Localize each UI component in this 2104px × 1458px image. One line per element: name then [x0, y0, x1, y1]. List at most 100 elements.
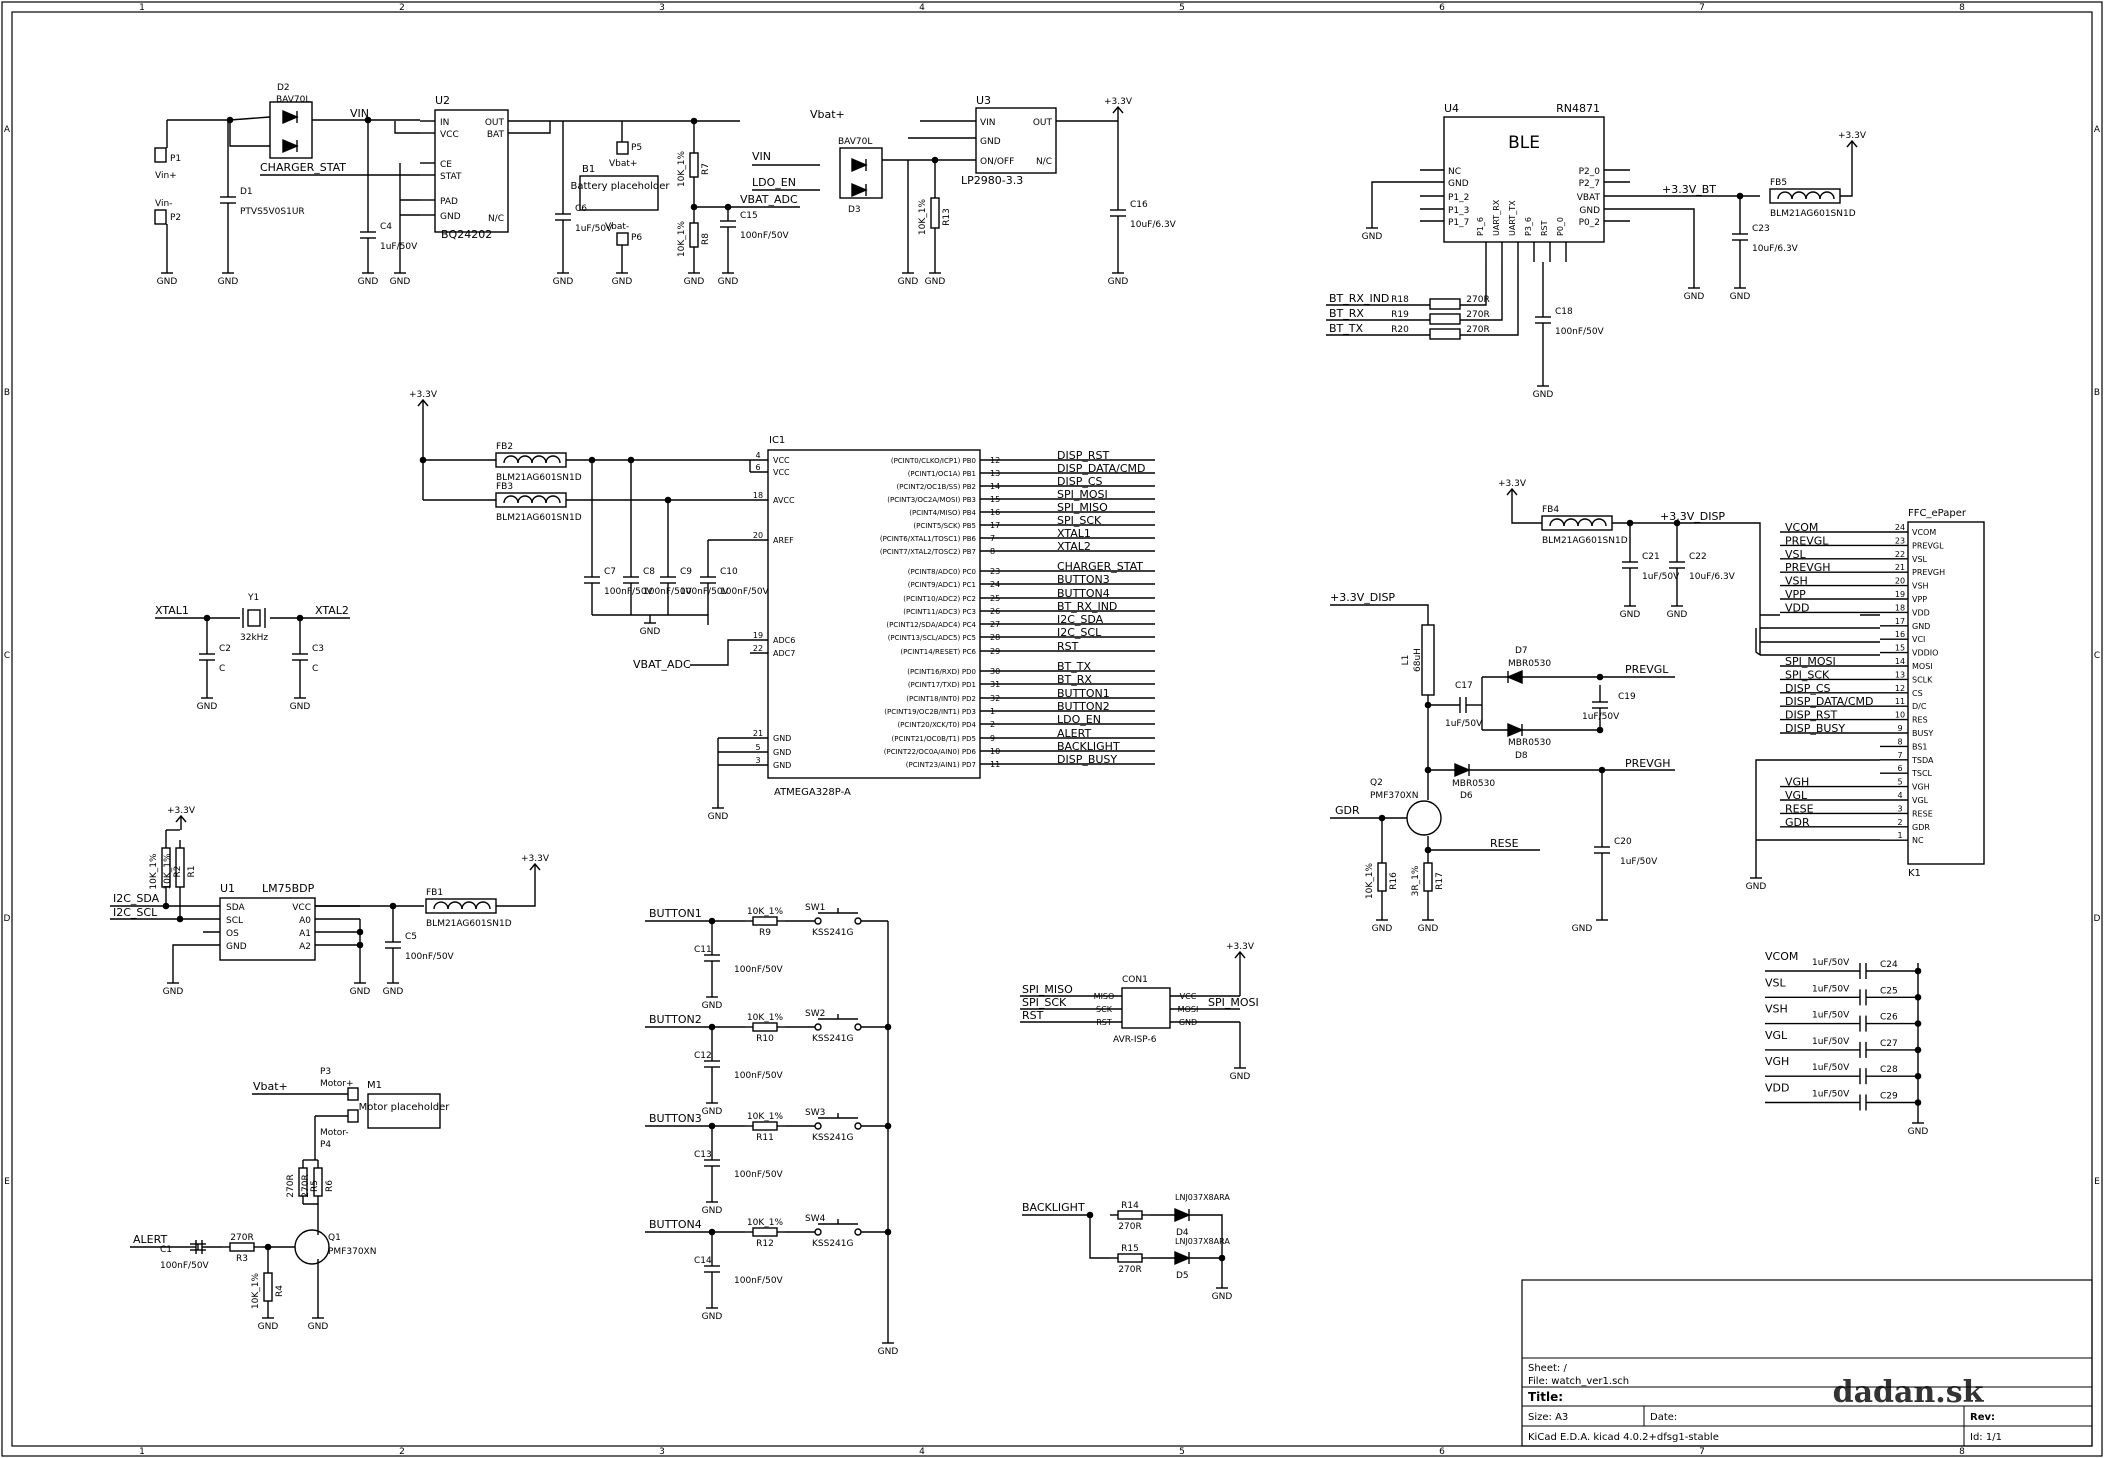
wire [690, 639, 750, 666]
title-frame [1521, 1279, 2093, 1447]
ble-pin-label: UART_TX [1508, 200, 1517, 236]
cap-ref: C10 [720, 567, 738, 577]
net-label: VDD [1765, 1082, 1789, 1095]
ferrite-coil [433, 901, 449, 910]
schematic-label: VBAT_ADC [740, 193, 798, 206]
junction-dot [176, 915, 184, 923]
schematic-label: R20 [1391, 325, 1409, 335]
resistor [1429, 298, 1461, 310]
u1-ref: U1 [220, 882, 235, 895]
pin-name: (PCINT17/TXD) PD1 [908, 681, 976, 689]
schematic-label: CON1 [1122, 975, 1148, 985]
pin-name: (PCINT11/ADC3) PC3 [903, 608, 976, 616]
row-marker: C [4, 651, 10, 661]
schematic-label: SW1 [805, 903, 825, 913]
pin-name: (PCINT18/INT0) PD2 [906, 695, 976, 703]
ferrite-coil [503, 455, 519, 464]
wires [110, 107, 1922, 1343]
schematic-label: +3.3V_DISP [1330, 591, 1395, 604]
junction-dot [1598, 766, 1606, 774]
pin-number: 13 [1895, 670, 1905, 679]
wire [172, 944, 203, 975]
schematic-label: SW2 [805, 1009, 825, 1019]
schematic-label: GND [980, 137, 1001, 147]
power-arrow [1234, 950, 1246, 959]
schematic-label: P0_2 [1579, 218, 1600, 228]
row-marker: A [2094, 125, 2101, 135]
ferrite-coil [475, 901, 491, 910]
schematic-label: PREVGL [1625, 663, 1669, 676]
res-value: 10K_1% [747, 907, 784, 917]
net-label: VCOM [1785, 521, 1818, 534]
ferrite-bead [425, 898, 497, 914]
schematic-label: Vbat+ [253, 1080, 288, 1093]
res-ref: R16 [1389, 872, 1399, 890]
res-ref: R13 [942, 208, 952, 226]
pin-number: 2 [1897, 818, 1902, 827]
power-label: +3.3V [1838, 131, 1867, 141]
schematic-label: OS [226, 929, 239, 939]
cap-ref: C9 [680, 567, 692, 577]
schematic-label: Motor placeholder [359, 1102, 451, 1113]
column-marker: 6 [1439, 3, 1445, 13]
diode [851, 157, 868, 173]
cap-value: PTVS5V0S1UR [240, 207, 305, 217]
gnd-label: GND [702, 1001, 723, 1011]
schematic-label: P2_0 [1579, 167, 1601, 177]
row-marker: C [2094, 651, 2100, 661]
schematic-label: PMF370XN [328, 1247, 376, 1257]
pin-name: VCI [1912, 635, 1925, 644]
wire [229, 116, 271, 121]
junction-dot [664, 496, 672, 504]
junction-dot [1378, 814, 1386, 822]
schematic-label: C24 [1880, 960, 1898, 970]
schematic-label: 270R [1466, 325, 1489, 335]
junction-dot [203, 614, 211, 622]
pin-number: 19 [753, 631, 763, 640]
ferrite-coil [1805, 191, 1821, 200]
schematic-label: 1uF/50V [1812, 1011, 1850, 1021]
schematic-label: U4 [1444, 102, 1459, 115]
gnd-label: GND [308, 1322, 329, 1332]
gnd-label: GND [702, 1107, 723, 1117]
junction-dot [708, 917, 716, 925]
net-label: GDR [1785, 816, 1810, 829]
schematic-label: C29 [1880, 1092, 1898, 1102]
pin-name: PREVGH [1912, 568, 1945, 577]
ferrite-bead [1541, 515, 1613, 531]
cap-value: 100nF/50V [740, 231, 790, 241]
title-sheet: Sheet: / [1528, 1363, 1567, 1374]
gnd-label: GND [1572, 924, 1593, 934]
transistor-q2 [1406, 800, 1442, 836]
schematic-label: BUTTON4 [649, 1218, 702, 1231]
cap-ref: C15 [740, 211, 758, 221]
gnd-label: GND [1230, 1072, 1251, 1082]
pin-name: VGH [1912, 783, 1930, 792]
schematic-label: Motor- [320, 1128, 349, 1138]
gnd-label: GND [640, 627, 661, 637]
ferrite-coil [545, 495, 561, 504]
pin-number: 24 [1895, 523, 1905, 532]
pin-number: 11 [1895, 697, 1905, 706]
schematic-label: SPI_SCK [1022, 996, 1067, 1009]
schematic-label: OUT [485, 118, 505, 128]
junction-dot [1914, 994, 1922, 1001]
schematic-label: RESE [1490, 837, 1519, 850]
schematic-label: VIN [980, 118, 996, 128]
schematic-label: KSS241G [812, 1133, 854, 1143]
junction-dot [1596, 673, 1604, 681]
schematic-label: R18 [1391, 295, 1409, 305]
net-label: VCOM [1765, 950, 1798, 963]
net-label: I2C_SDA [1057, 613, 1104, 626]
pin-name: (PCINT7/XTAL2/TOSC2) PB7 [880, 548, 976, 556]
pin-number: 23 [990, 567, 1000, 576]
schematic-label: MBR0530 [1508, 738, 1551, 748]
ferrite-coil [447, 901, 463, 910]
diode [1174, 1207, 1191, 1223]
symbols [154, 101, 1985, 1344]
pin-number: 13 [990, 469, 1000, 478]
wire [1630, 208, 1695, 280]
schematic-label: +3.3V_BT [1662, 183, 1716, 196]
net-label: DISP_CS [1785, 682, 1831, 695]
cap-ref: C6 [575, 204, 587, 214]
